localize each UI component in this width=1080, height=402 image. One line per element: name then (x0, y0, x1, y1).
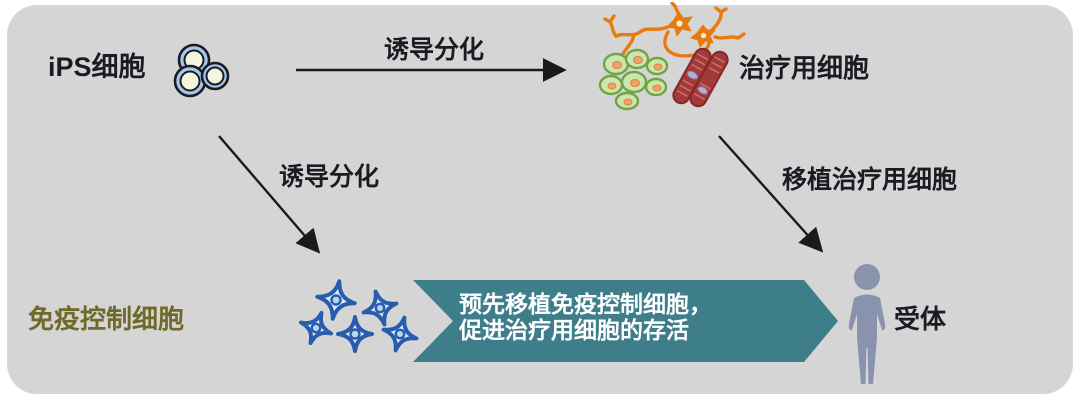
neuron-icon (603, 2, 746, 59)
immune-star-cells-icon (298, 276, 432, 374)
transplant-banner (413, 280, 838, 362)
ips-cell-label: iPS细胞 (48, 52, 146, 82)
therapeutic-cells-icon (598, 2, 746, 111)
recipient-person-icon (848, 264, 886, 384)
banner-text-line2: 促进治疗用细胞的存活 (459, 317, 689, 343)
immune-cells-label: 免疫控制细胞 (28, 304, 185, 334)
muscle-fiber-icon (672, 47, 729, 108)
banner-text-line1: 预先移植免疫控制细胞， (459, 291, 712, 317)
therapeutic-cells-label: 治疗用细胞 (739, 53, 870, 83)
recipient-label: 受体 (894, 304, 947, 334)
ips-cells-icon (173, 43, 230, 98)
banner-text: 预先移植免疫控制细胞， 促进治疗用细胞的存活 (459, 291, 809, 343)
transplant-therapeutic-cells-label: 移植治疗用细胞 (782, 166, 958, 194)
induce-differentiation-top-label: 诱导分化 (384, 36, 485, 64)
induce-differentiation-left-label: 诱导分化 (279, 163, 380, 191)
green-cells-icon (598, 48, 669, 111)
